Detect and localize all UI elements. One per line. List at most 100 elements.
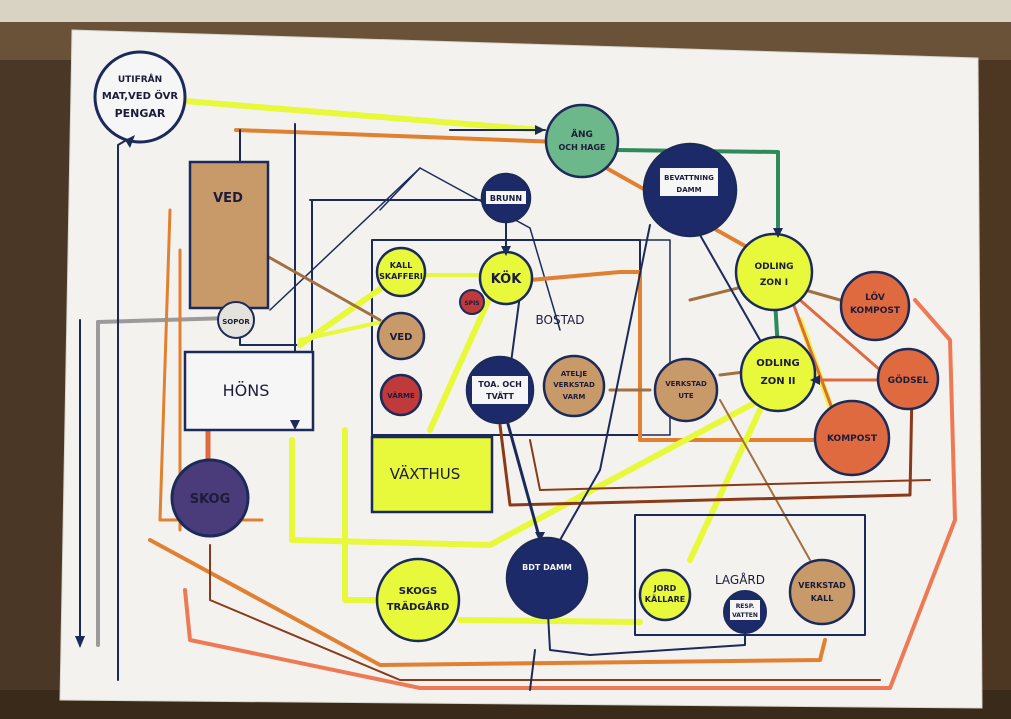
vaxthus-label: VÄXTHUS (390, 464, 461, 483)
arrow-head-8 (810, 375, 820, 385)
dark-red-line (209, 544, 881, 681)
navy-line-kok-toa (509, 294, 521, 371)
resp-vatten-line-1: RESP. (736, 603, 755, 610)
atelje-line-2: VERKSTAD (553, 381, 595, 389)
gray-line (96, 316, 232, 324)
node-odling2: ODLING ZON II (739, 335, 817, 413)
verkstad-ute-line-2: UTE (678, 392, 693, 400)
lovkompost-line-1: LÖV (865, 292, 885, 303)
arrow-head-3 (535, 125, 545, 135)
node-ved-small: VED (376, 311, 426, 361)
node-toa: TOA. OCH TVÄTT (465, 355, 535, 425)
orange-line-bottom (148, 538, 827, 667)
skogstradgard-line-2: TRÄDGÅRD (387, 599, 450, 613)
ved-small-label: VED (390, 332, 413, 343)
neon-line-skogs-jord (457, 617, 643, 625)
node-bdt: BDT DAMM (505, 536, 589, 620)
neon-line-hons-bottom (289, 397, 763, 548)
lagard-label: LAGÅRD (715, 572, 765, 587)
verkstad-kall-line-1: VERKSTAD (798, 581, 846, 590)
odling2-line-2: ZON II (760, 376, 795, 387)
node-brunn: BRUNN (480, 172, 532, 224)
node-ved-storage: VED (188, 160, 270, 310)
toa-line-2: TVÄTT (486, 391, 514, 401)
utifran-line-1: UTIFRÅN (118, 74, 162, 85)
arrow-head-4 (773, 228, 783, 238)
arrow-head-1 (75, 636, 85, 648)
node-jordkallare: JORD KÄLLARE (638, 568, 692, 622)
node-spis: SPIS (459, 289, 485, 315)
navy-line-bdt (544, 559, 746, 656)
node-kok: KÖK (478, 250, 534, 306)
resp-vatten-line-2: VATTEN (732, 612, 758, 619)
dark-red-line-right2 (529, 439, 931, 491)
jordkallare-line-2: KÄLLARE (645, 594, 685, 604)
kallskafferi-line-1: KALL (390, 261, 413, 270)
node-lovkompost: LÖV KOMPOST (839, 270, 911, 342)
node-verkstad-ute: VERKSTAD UTE (653, 357, 719, 423)
toa-line-1: TOA. OCH (478, 380, 522, 389)
node-skogstradgard: SKOGS TRÄDGÅRD (375, 557, 461, 643)
bdt-label: BDT DAMM (522, 563, 572, 572)
arrow-head-5 (501, 246, 511, 256)
brunn-label: BRUNN (490, 194, 522, 203)
varme-label: VÄRME (387, 391, 415, 400)
kallskafferi-line-2: SKAFFERI (379, 272, 423, 281)
node-odling1: ODLING ZON I (734, 232, 814, 312)
atelje-line-1: ATELJE (561, 370, 587, 378)
node-bevattning: BEVATTNING DAMM (642, 142, 738, 238)
node-ang: ÄNG OCH HAGE (544, 103, 620, 179)
brown-line-kall (719, 399, 811, 561)
verkstad-ute-line-1: VERKSTAD (665, 380, 707, 388)
node-kompost: KOMPOST (813, 399, 891, 477)
odling2-line-1: ODLING (756, 358, 799, 369)
bostad-label: BOSTAD (536, 313, 585, 327)
odling1-line-2: ZON I (760, 278, 788, 288)
arrow-head-6 (290, 420, 300, 430)
navy-line-i (379, 167, 421, 211)
sopor-label: SOPOR (222, 318, 250, 326)
brown-line-ved (263, 253, 382, 322)
verkstad-kall-line-2: KALL (811, 594, 834, 603)
spis-label: SPIS (464, 300, 479, 307)
dark-red-line-right (498, 388, 914, 507)
arrow-head-7 (535, 532, 545, 542)
lagard-outline (634, 514, 866, 636)
salmon-line-loop (183, 298, 957, 690)
neon-line-kok-vax (427, 272, 503, 433)
navy-line-g (419, 167, 561, 331)
lovkompost-line-2: KOMPOST (850, 306, 901, 316)
skogstradgard-line-1: SKOGS (399, 586, 437, 597)
arrow-heads (75, 125, 820, 648)
kompost-label: KOMPOST (827, 434, 878, 444)
odling1-line-1: ODLING (754, 262, 793, 272)
ved-storage-label: VED (213, 191, 243, 206)
arrow-head-2 (125, 135, 135, 148)
navy-line-bev-1 (699, 234, 761, 341)
skog-label: SKOG (190, 492, 231, 507)
node-hons: HÖNS (183, 350, 315, 432)
node-verkstad-kall: VERKSTAD KALL (788, 558, 856, 626)
utifran-line-2: MAT,VED ÖVR (102, 88, 178, 102)
godsel-label: GÖDSEL (888, 375, 929, 386)
node-godsel: GÖDSEL (876, 347, 940, 411)
node-utifran: UTIFRÅN MAT,VED ÖVR PENGAR (93, 50, 187, 144)
navy-line-bev-2 (559, 224, 651, 541)
neon-line-vax-skogs (342, 427, 383, 603)
utifran-line-3: PENGAR (115, 107, 166, 120)
orange-line-godsel2 (798, 298, 882, 372)
hons-label: HÖNS (223, 381, 270, 400)
navy-line-h (269, 167, 421, 311)
bevattning-line-2: DAMM (676, 186, 701, 194)
node-varme: VÄRME (379, 373, 423, 417)
node-vaxthus: VÄXTHUS (370, 435, 494, 514)
node-skog: SKOG (170, 458, 250, 538)
ang-line-1: ÄNG (571, 129, 593, 140)
neon-line-kall-ved (298, 318, 392, 342)
atelje-line-3: VARM (563, 393, 586, 401)
neon-line-top (169, 97, 543, 133)
jordkallare-line-1: JORD (653, 584, 677, 593)
node-resp-vatten: RESP. VATTEN (723, 590, 767, 634)
